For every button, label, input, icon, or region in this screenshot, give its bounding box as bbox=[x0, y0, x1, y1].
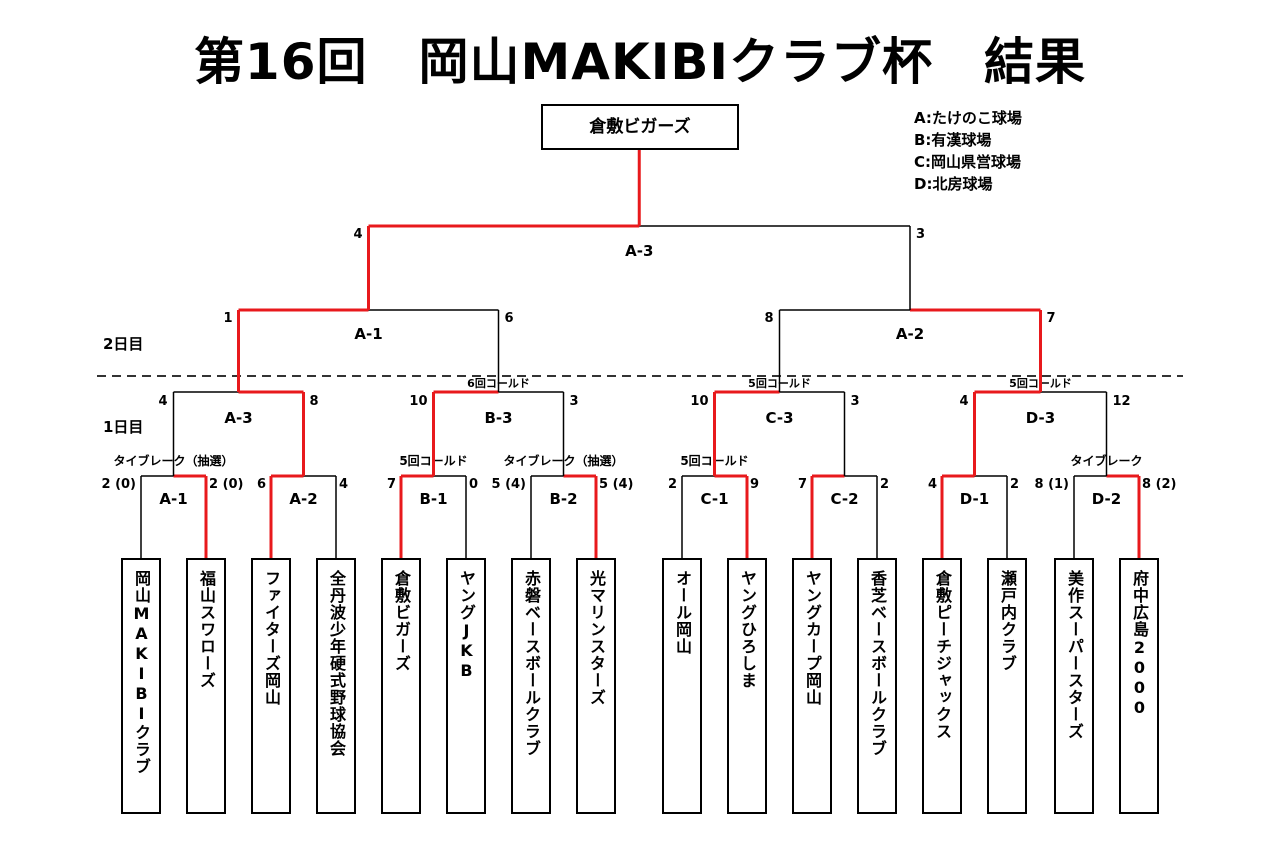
score-label: 4 bbox=[158, 394, 167, 409]
score-label: 6 bbox=[257, 477, 266, 492]
team-box: 倉敷ビガーズ bbox=[381, 558, 421, 814]
game-label: C-3 bbox=[765, 409, 793, 427]
team-name: ヤングカープ岡山 bbox=[803, 570, 822, 706]
score-label: 2 (0) bbox=[209, 477, 244, 492]
score-label: 8 (2) bbox=[1142, 477, 1177, 492]
team-box: 香芝ベースボールクラブ bbox=[857, 558, 897, 814]
team-name: 瀬戸内クラブ bbox=[998, 570, 1017, 672]
page-title: 第16回 岡山MAKIBIクラブ杯 結果 bbox=[193, 33, 1087, 91]
legend-item: A:たけのこ球場 bbox=[914, 109, 1022, 127]
legend-item: C:岡山県営球場 bbox=[914, 153, 1022, 171]
team-box: ヤングJKB bbox=[446, 558, 486, 814]
score-label: 8 bbox=[764, 311, 773, 326]
score-label: 10 bbox=[690, 394, 708, 409]
score-label: 10 bbox=[409, 394, 427, 409]
team-name: 岡山MAKIBIクラブ bbox=[132, 570, 151, 775]
day1-label: 1日目 bbox=[103, 418, 144, 436]
team-box: 赤磐ベースボールクラブ bbox=[511, 558, 551, 814]
game-label: D-3 bbox=[1026, 409, 1055, 427]
team-box: オール岡山 bbox=[662, 558, 702, 814]
day2-label: 2日目 bbox=[103, 335, 144, 353]
team-box: ヤングカープ岡山 bbox=[792, 558, 832, 814]
team-name: 福山スワローズ bbox=[197, 570, 216, 689]
score-label: 4 bbox=[959, 394, 968, 409]
game-label: A-1 bbox=[354, 325, 382, 343]
game-label: A-1 bbox=[159, 490, 187, 508]
game-label: C-1 bbox=[700, 490, 728, 508]
game-label: B-2 bbox=[549, 490, 577, 508]
game-label: B-1 bbox=[419, 490, 447, 508]
game-label: D-2 bbox=[1092, 490, 1121, 508]
team-name: 全丹波少年硬式野球協会 bbox=[327, 570, 346, 757]
team-box: ファイターズ岡山 bbox=[251, 558, 291, 814]
score-label: 2 bbox=[1010, 477, 1019, 492]
team-name: ヤングJKB bbox=[457, 570, 476, 681]
team-name: 光マリンスターズ bbox=[587, 570, 606, 706]
legend-item: B:有漢球場 bbox=[914, 131, 992, 149]
game-label: C-2 bbox=[830, 490, 858, 508]
game-label: A-2 bbox=[289, 490, 317, 508]
team-box: 倉敷ピーチジャックス bbox=[922, 558, 962, 814]
team-box: 福山スワローズ bbox=[186, 558, 226, 814]
score-label: 12 bbox=[1113, 394, 1131, 409]
venue-legend: A:たけのこ球場 B:有漢球場 C:岡山県営球場 D:北房球場 bbox=[914, 107, 1022, 195]
game-label: B-3 bbox=[484, 409, 512, 427]
team-box: 全丹波少年硬式野球協会 bbox=[316, 558, 356, 814]
team-box: 瀬戸内クラブ bbox=[987, 558, 1027, 814]
team-box: 光マリンスターズ bbox=[576, 558, 616, 814]
team-name: 倉敷ピーチジャックス bbox=[933, 570, 952, 740]
team-name: 倉敷ビガーズ bbox=[392, 570, 411, 672]
score-label: 3 bbox=[570, 394, 579, 409]
team-name: ファイターズ岡山 bbox=[262, 570, 281, 706]
score-label: 0 bbox=[469, 477, 478, 492]
team-box: 府中広島2000 bbox=[1119, 558, 1159, 814]
score-label: 7 bbox=[798, 477, 807, 492]
team-name: 府中広島2000 bbox=[1130, 570, 1149, 718]
score-label: 2 (0) bbox=[102, 477, 137, 492]
game-label: D-1 bbox=[960, 490, 989, 508]
score-label: 7 bbox=[1047, 311, 1056, 326]
game-label: A-2 bbox=[896, 325, 924, 343]
team-box: ヤングひろしま bbox=[727, 558, 767, 814]
score-label: 6 bbox=[505, 311, 514, 326]
score-label: 3 bbox=[851, 394, 860, 409]
score-label: 4 bbox=[353, 227, 362, 242]
team-name: 美作スーパースターズ bbox=[1065, 570, 1084, 740]
score-label: 4 bbox=[928, 477, 937, 492]
score-label: 2 bbox=[880, 477, 889, 492]
score-label: 4 bbox=[339, 477, 348, 492]
team-name: オール岡山 bbox=[673, 570, 692, 655]
score-label: 1 bbox=[223, 311, 232, 326]
score-label: 9 bbox=[750, 477, 759, 492]
score-label: 2 bbox=[668, 477, 677, 492]
score-label: 5 (4) bbox=[599, 477, 634, 492]
team-name: ヤングひろしま bbox=[738, 570, 757, 689]
score-label: 3 bbox=[916, 227, 925, 242]
score-label: 7 bbox=[387, 477, 396, 492]
score-label: 8 (1) bbox=[1035, 477, 1070, 492]
team-box: 美作スーパースターズ bbox=[1054, 558, 1094, 814]
team-name: 香芝ベースボールクラブ bbox=[868, 570, 887, 757]
champion-box: 倉敷ビガーズ bbox=[541, 104, 739, 150]
legend-item: D:北房球場 bbox=[914, 175, 993, 193]
game-label: A-3 bbox=[224, 409, 252, 427]
team-name: 赤磐ベースボールクラブ bbox=[522, 570, 541, 757]
team-box: 岡山MAKIBIクラブ bbox=[121, 558, 161, 814]
score-label: 8 bbox=[310, 394, 319, 409]
game-label: A-3 bbox=[625, 242, 653, 260]
score-label: 5 (4) bbox=[492, 477, 527, 492]
